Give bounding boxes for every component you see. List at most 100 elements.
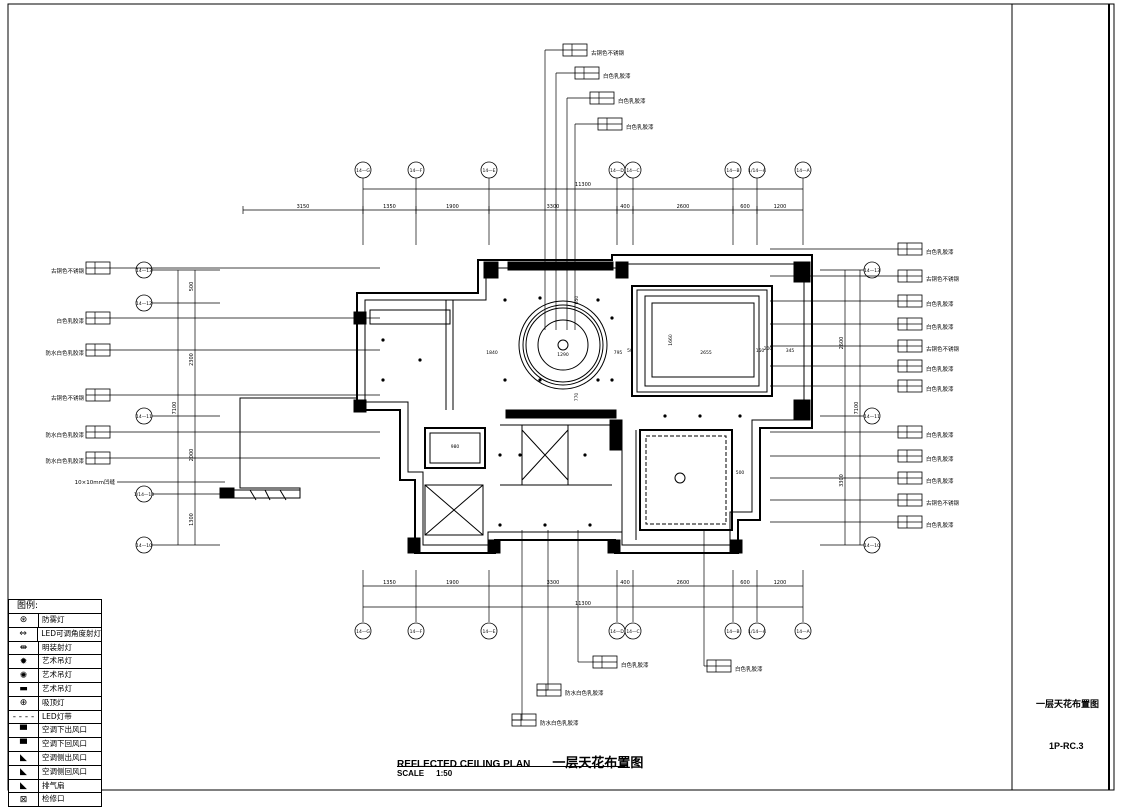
round-ceiling [518,300,608,390]
grid-bubble [748,622,766,640]
legend-label: 艺术吊灯 [42,656,72,666]
downlight-icon [663,414,667,418]
wall-fill [507,261,614,271]
legend-label: 检修口 [42,794,65,804]
material-label: 白色乳胶漆 [621,661,649,669]
material-label: 白色乳胶漆 [926,365,954,373]
grid-label: 1/14—A [748,629,767,635]
dimension-text: 2600 [677,204,690,210]
grid-label: 14—10 [864,543,880,549]
downlight-icon [588,523,592,527]
dimension-text: 1840 [486,350,498,356]
grid-bubble [624,622,642,640]
dimension-text: 400 [620,204,630,210]
dimension-text: 11300 [575,601,591,607]
material-label: 10×10mm凹缝 [75,478,116,486]
legend-item: - - - -LED灯带 [9,710,101,725]
grid-bubble [794,622,812,640]
material-label: 防水白色乳胶漆 [45,457,84,465]
legend-heading: 图例: [9,600,101,614]
dimension-text: 150 [756,348,765,354]
exhaust-fan-icon: ◣ [9,779,39,793]
downlight-icon [503,378,507,382]
legend-item: ◣空调侧出风口 [9,751,101,766]
downlight-icon [738,414,742,418]
grid-label: 14—A [796,168,810,174]
dimension-text: 400 [620,580,630,586]
dimension-text: 980 [451,444,460,450]
grid-label: 14—G [356,629,370,635]
grid-bubble [354,161,372,179]
material-label: 白色乳胶漆 [56,317,84,325]
grid-label: 14—10 [136,543,152,549]
dimension-text: 600 [740,204,750,210]
downlight-icon [596,298,600,302]
material-label: 白色乳胶漆 [735,665,763,673]
legend-label: LED可调角度射灯 [41,628,101,638]
sheet-border [7,3,1115,791]
wall-fill [607,539,621,554]
grid-label: 14—13 [136,268,152,274]
legend-label: LED灯带 [42,711,72,721]
balcony-outline [234,397,357,499]
grid-bubble [480,161,498,179]
legend-item: ⇼明装射灯 [9,641,101,656]
dimension-text: 3150 [297,204,310,210]
material-label: 白色乳胶漆 [926,431,954,439]
dimension-text: 1200 [774,204,787,210]
legend-item: ◣空调侧回风口 [9,765,101,780]
material-label: 古铜色不锈钢 [926,499,960,507]
legend-label: 艺术吊灯 [42,670,72,680]
grid-bubble [863,407,881,425]
material-label: 古铜色不锈钢 [926,345,960,353]
floor-plan [219,254,813,554]
material-label: 古铜色不锈钢 [51,267,85,275]
downlight-icon [698,414,702,418]
legend-item: ⊠检修口 [9,793,101,807]
downlight-icon [518,453,522,457]
balcony-stair [234,489,300,501]
material-label: 古铜色不锈钢 [51,394,85,402]
access-panel-icon: ⊠ [9,793,39,807]
downlight-icon [503,298,507,302]
legend-label: 吸顶灯 [42,697,65,707]
grid-label: 14—D [610,168,624,174]
dimension-text: 2000 [189,449,195,462]
ceiling-light-icon: ⊕ [9,696,39,710]
dimension-text: 500 [736,470,745,476]
downlight-icon [543,523,547,527]
grid-label: 14—A [796,629,810,635]
downlight-icon [498,523,502,527]
material-label: 白色乳胶漆 [926,521,954,529]
dimension-text: 3300 [839,474,845,487]
dimension-text: 7100 [172,402,178,415]
dimension-text: 345 [786,348,795,354]
material-label: 白色乳胶漆 [926,323,954,331]
legend-label: 空调下出风口 [42,725,87,735]
wall-fill [487,539,501,554]
art-pendant-light-icon: ✹ [9,655,39,669]
art-pendant-light [557,339,569,351]
material-label: 白色乳胶漆 [926,455,954,463]
grid-label: 1/14—A [748,168,767,174]
material-label: 白色乳胶漆 [618,97,646,105]
dimension-text: 770 [574,393,580,402]
downlight-icon [596,378,600,382]
material-label: 古铜色不锈钢 [591,49,625,57]
wall-fill [483,261,499,279]
grid-label: 14—12 [136,301,152,307]
dimension-text: 1300 [189,513,195,526]
dimension-text: 650 [574,296,580,305]
dimension-text: 1350 [383,204,396,210]
dimension-text: 7100 [854,402,860,415]
downlight-icon [610,316,614,320]
scale-value: 1:50 [436,769,453,778]
led-strip-icon: - - - - [9,710,39,724]
grid-label: 1/14—10 [134,492,154,498]
grid-bubble [135,485,153,503]
wall-fill [793,399,811,421]
downlight-icon [610,378,614,382]
dimension-text: 1660 [668,334,674,346]
grid-label: 14—13 [864,268,880,274]
ac-return-vent-icon: ▀ [9,738,39,751]
